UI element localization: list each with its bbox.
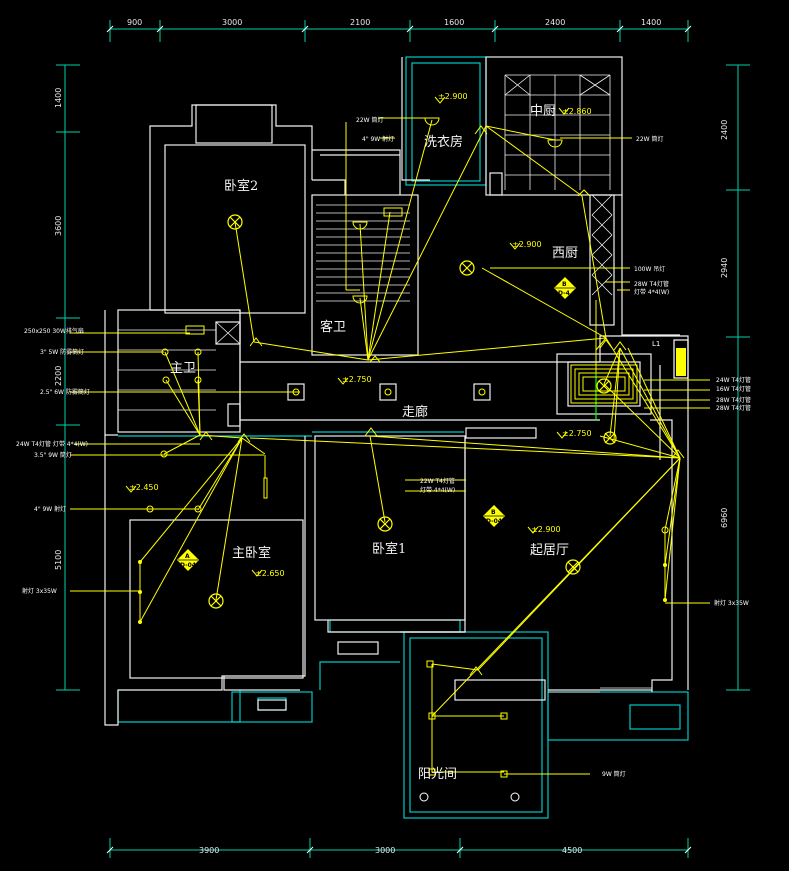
note: 22W 筒灯 (636, 135, 663, 143)
room-label-corridor: 走廊 (402, 404, 428, 420)
bowl-lights (352, 117, 563, 304)
note: 4" 9W 射灯 (362, 135, 394, 143)
room-label-master-bath: 主卫 (170, 361, 196, 376)
dim-right-2: 2940 (720, 258, 729, 278)
marker-label: D-04 (180, 562, 196, 569)
elevation-corridor-east: ±2.750 (562, 429, 592, 438)
dim-right-3: 6960 (720, 508, 729, 528)
view-marker-living-room (483, 505, 505, 527)
elevation-west-kitchen: ±2.900 (512, 240, 542, 249)
dim-top-6: 1400 (641, 18, 661, 27)
elevation-master-bedroom-a: ±2.450 (129, 483, 159, 492)
dimension-ticks (106, 25, 692, 854)
elevation-middle-kitchen: ±2.860 (562, 107, 592, 116)
ceiling-light-icon (603, 431, 617, 445)
downlights (146, 207, 669, 778)
note: 100W 吊灯 (634, 265, 665, 273)
dim-top-1: 900 (127, 18, 142, 27)
marker-label: D-4 (558, 290, 570, 297)
wiring (70, 117, 710, 775)
note: 4" 9W 射灯 (34, 505, 66, 513)
room-label-sunroom: 阳光间 (418, 767, 457, 782)
note: 22W T4灯管 (420, 477, 455, 485)
ceiling-light-icon (377, 516, 393, 532)
marker-label: A (185, 553, 190, 560)
elevation-laundry: ±2.900 (438, 92, 468, 101)
room-label-master-bedroom: 主卧室 (232, 545, 271, 561)
note: 28W T4灯管 (716, 396, 751, 404)
dim-left-3: 2200 (54, 366, 63, 386)
note: 3.5" 9W 筒灯 (34, 451, 72, 459)
ceiling-light-icon (208, 593, 224, 609)
dim-top-5: 2400 (545, 18, 565, 27)
dim-bottom-1: 3900 (199, 846, 219, 855)
elevation-master-bedroom-b: ±2.650 (255, 569, 285, 578)
note: 28W T4灯管 (716, 404, 751, 412)
distribution-box (676, 348, 686, 376)
spot-dots (138, 560, 667, 624)
dim-top-2: 3000 (222, 18, 242, 27)
room-label-laundry: 洗衣房 (424, 134, 463, 150)
dim-top-4: 1600 (444, 18, 464, 27)
room-label-bedroom1: 卧室1 (372, 541, 406, 557)
room-label-middle-kitchen: 中厨 (530, 104, 556, 119)
marker-label: B (491, 509, 496, 516)
note: 16W T4灯管 (716, 385, 751, 393)
ceiling-light-icon (227, 214, 243, 230)
elevation-living-room: ±2.900 (531, 525, 561, 534)
dim-bottom-2: 3000 (375, 846, 395, 855)
room-label-west-kitchen: 西厨 (552, 246, 578, 261)
dim-left-2: 3600 (54, 216, 63, 236)
view-marker-master-bedroom (177, 549, 199, 571)
ceiling-lights (208, 214, 617, 609)
walls (104, 56, 689, 726)
dimension-lines (56, 20, 750, 858)
switch-label: L1 (652, 340, 660, 348)
note: 射灯 3x35W (22, 587, 57, 595)
elevation-corridor: ±2.750 (342, 375, 372, 384)
room-label-bedroom2: 卧室2 (224, 178, 258, 194)
note: 2.5" 6W 防雾筒灯 (40, 388, 90, 396)
dim-left-4: 5100 (54, 550, 63, 570)
view-marker-west-kitchen (554, 277, 576, 299)
room-label-guest-bath: 客卫 (320, 319, 346, 335)
marker-label: D-04 (486, 518, 502, 525)
room-label-living-room: 起居厅 (530, 543, 569, 558)
note: 9W 筒灯 (602, 770, 626, 778)
cove-light-box (570, 364, 638, 404)
floor-lights (419, 792, 520, 802)
dim-bottom-3: 4500 (562, 846, 582, 855)
note: 灯带 4*4(W) (634, 288, 669, 296)
note: 24W T4灯管 (716, 376, 751, 384)
switch-symbols (199, 125, 685, 676)
dim-top-3: 2100 (350, 18, 370, 27)
elevation-marks (125, 96, 570, 577)
ceiling-light-icon (459, 260, 475, 276)
ceiling-light-icon (565, 559, 581, 575)
note: 灯带 4*4(W) (420, 486, 455, 494)
note: 射灯 3x35W (714, 599, 749, 607)
dim-right-1: 2400 (720, 120, 729, 140)
note: 22W 筒灯 (356, 116, 383, 124)
ceiling-light-icon (596, 378, 612, 394)
window-outlines (117, 56, 689, 819)
note: 250x250 30W排气扇 (24, 327, 84, 335)
dim-left-1: 1400 (54, 88, 63, 108)
note: 28W T4灯管 (634, 280, 669, 288)
note: 24W T4灯管 灯带 4*4(W) (16, 440, 88, 448)
note: 3" 5W 防雾筒灯 (40, 348, 84, 356)
marker-label: B (562, 281, 567, 288)
